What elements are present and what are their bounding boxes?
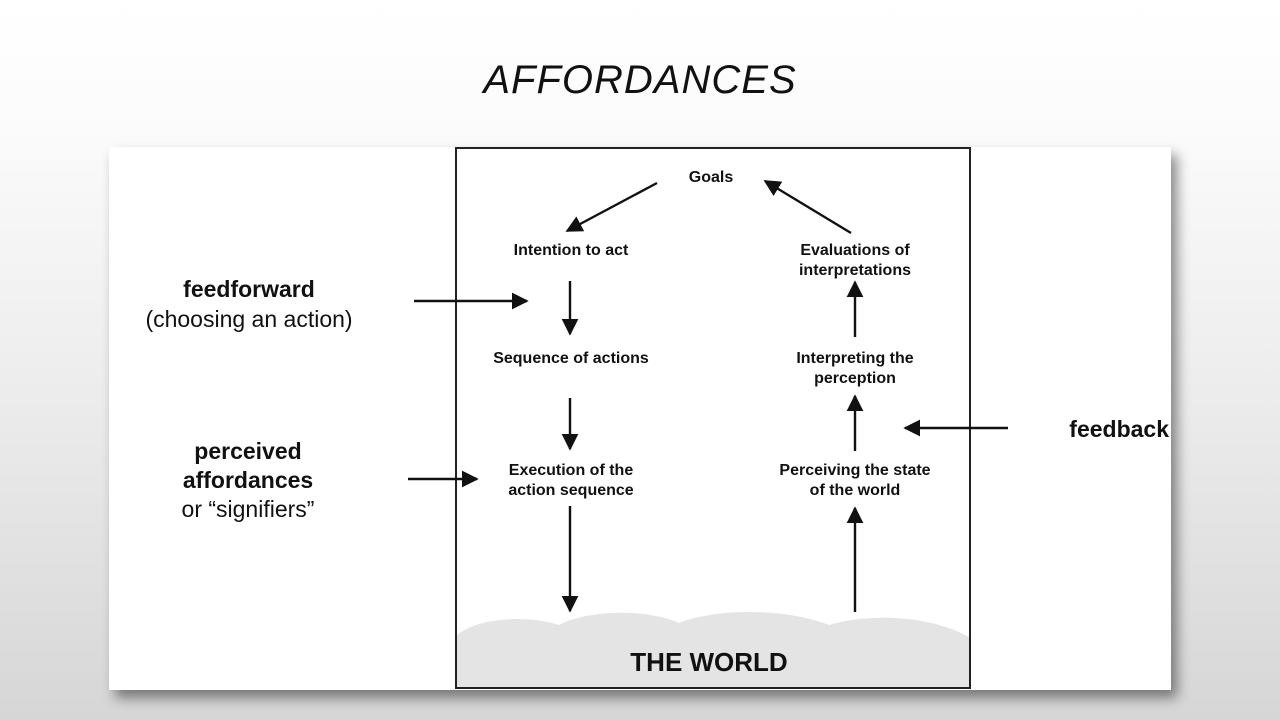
perceived-label: perceived [194,438,301,464]
evaluations-label-line1: Evaluations of [800,242,910,259]
feedforward-label: feedforward [183,276,315,302]
evaluations-label-line2: interpretations [799,262,911,279]
diagram-canvas: Goals Intention to act Sequence of actio… [145,147,1169,689]
affordances-label: affordances [183,467,313,493]
signifiers-label: or “signifiers” [182,496,315,522]
slide-title: AFFORDANCES [483,58,797,102]
perceiving-label-line2: of the world [810,482,901,499]
action-cycle-diagram: Goals Intention to act Sequence of actio… [109,147,1171,690]
world-cloud [457,611,969,687]
arrow-goals-to-intention [565,181,658,233]
goals-label: Goals [689,169,734,186]
perceiving-label-line1: Perceiving the state [779,462,930,479]
world-label: THE WORLD [630,647,787,677]
feedforward-sublabel: (choosing an action) [145,306,352,332]
interpreting-label-line2: perception [814,370,896,387]
arrow-evaluations-to-goals [763,179,852,235]
diagram-frame [455,147,971,689]
sequence-label: Sequence of actions [493,350,649,367]
intention-label: Intention to act [514,242,629,259]
execution-label-line2: action sequence [508,482,633,499]
execution-label-line1: Execution of the [509,462,634,479]
feedback-label: feedback [1069,416,1169,442]
interpreting-label-line1: Interpreting the [796,350,913,367]
